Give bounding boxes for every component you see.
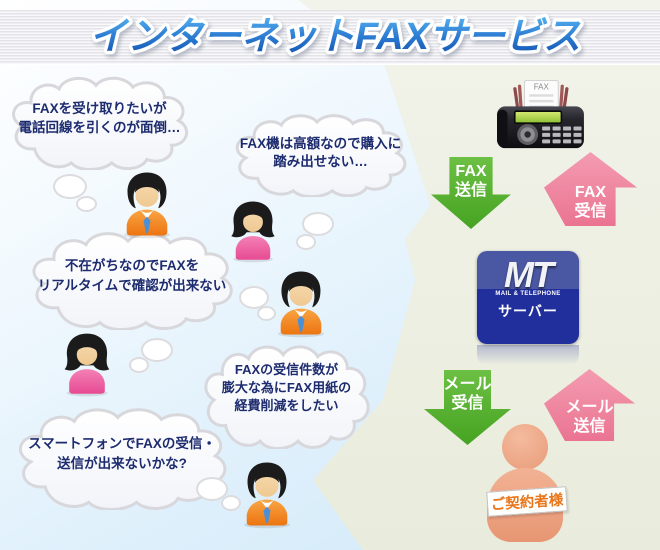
thought-puff — [239, 286, 269, 309]
mail-telephone-server: MT MAIL & TELEPHONE サーバー — [477, 251, 579, 344]
bubble-text: FAXを受け取りたいが 電話回線を引くのが面倒… — [18, 101, 181, 135]
customer-silhouette — [485, 424, 565, 542]
person-woman-icon — [54, 331, 120, 397]
fax-paper-label: FAX — [534, 82, 550, 91]
bubble-text: FAXの受信件数が 膨大な為にFAX用紙の 経費削減をしたい — [221, 362, 352, 413]
bubble-text: スマートフォンでFAXの受信・ 送信が出来ないかな? — [28, 436, 216, 471]
thought-puff — [129, 357, 149, 373]
server-reflection — [477, 345, 579, 365]
bubble-text: FAX機は高額なので購入に 踏み出せない… — [239, 136, 402, 169]
thought-bubble-paper-cost: FAXの受信件数が 膨大な為にFAX用紙の 経費削減をしたい — [196, 341, 377, 449]
server-logo: MT — [504, 254, 554, 295]
thought-puff — [257, 306, 276, 321]
thought-bubble-phone-line: FAXを受け取りたいが 電話回線を引くのが面倒… — [3, 73, 196, 170]
thought-puff — [296, 234, 316, 250]
fax-machine-icon: FAX — [497, 80, 584, 149]
fax-receive-arrow: FAX 受信 — [544, 152, 637, 226]
thought-puff — [141, 338, 173, 362]
header-striped-band — [0, 10, 660, 65]
thought-puff — [302, 212, 334, 236]
thought-puff — [76, 196, 97, 212]
server-label: サーバー — [498, 303, 558, 319]
person-man-icon — [112, 167, 182, 241]
thought-puff — [53, 174, 87, 199]
person-man-icon — [232, 456, 302, 532]
person-woman-icon — [221, 199, 285, 263]
thought-puff — [221, 495, 241, 511]
server-subtitle: MAIL & TELEPHONE — [495, 291, 561, 297]
bubble-text: 不在がちなのでFAXを リアルタイムで確認が出来ない — [37, 258, 227, 293]
fax-send-arrow: FAX 送信 — [431, 157, 511, 229]
page-title: インターネットFAXサービス — [86, 13, 585, 62]
page-title-text: インターネットFAXサービス — [89, 16, 581, 58]
person-man-icon — [266, 266, 336, 340]
thought-bubble-realtime: 不在がちなのでFAXを リアルタイムで確認が出来ない — [22, 228, 242, 330]
thought-bubble-expensive: FAX機は高額なので購入に 踏み出せない… — [227, 111, 414, 197]
thought-bubble-smartphone: スマートフォンでFAXの受信・ 送信が出来ないかな? — [8, 404, 236, 510]
customer-head — [502, 424, 548, 470]
